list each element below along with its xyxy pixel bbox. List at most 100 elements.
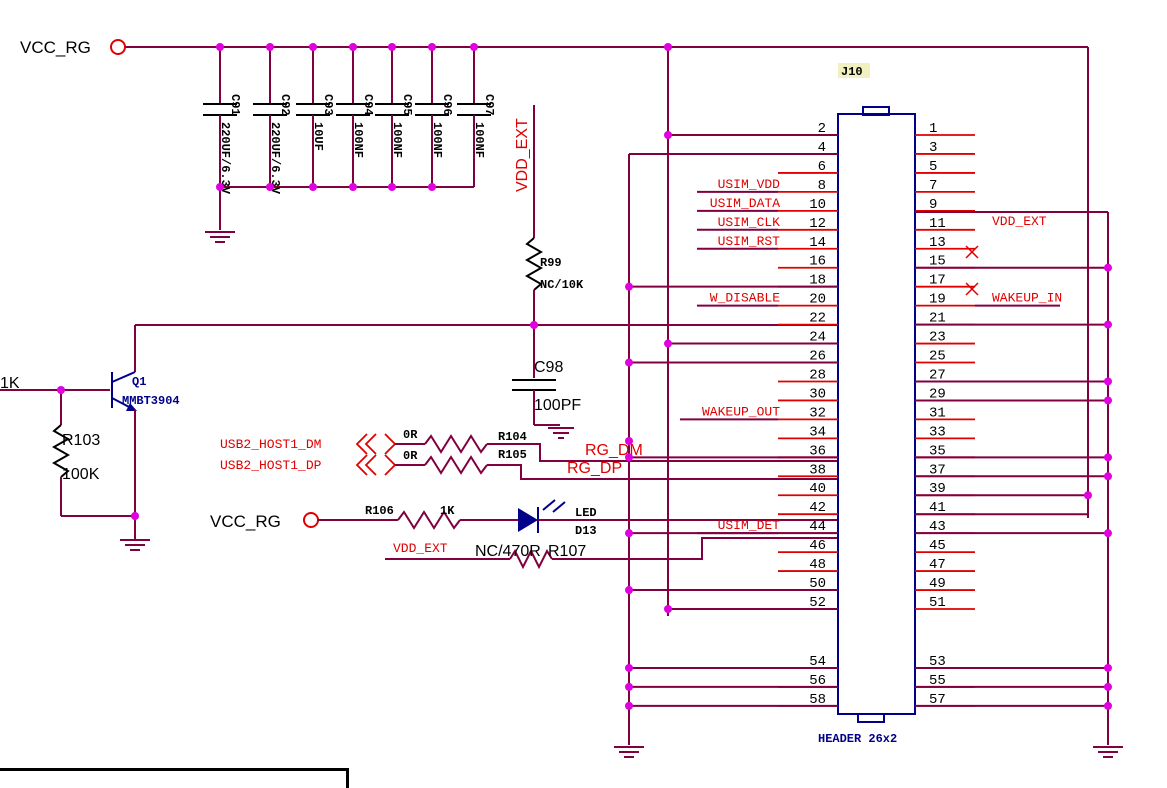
right-pin-47: 47 [915,557,975,573]
pin-number: 36 [809,443,826,459]
capacitor-value: 100NF [472,122,486,158]
pin-number: 34 [809,424,826,440]
pin-number: 13 [929,235,946,251]
usb-dm-label: USB2_HOST1_DM [220,437,321,452]
right-pin-3: 3 [915,140,975,156]
r107-resistor-icon [509,548,553,570]
q1-transistor-circuit: 1K Q1 MMBT3904 R103 100K [0,324,838,551]
right-pin-25: 25 [915,349,975,365]
junction-dot [388,43,396,51]
decoupling-capacitor-bank [205,186,474,243]
pin-number: 25 [929,349,946,365]
junction-dot [216,43,224,51]
capacitor-group: C91220UF/6.3VC92220UF/6.3VC9310UFC94100N… [203,47,496,195]
ground-icon [548,427,574,439]
pin-number: 28 [809,367,826,383]
pin-number: 44 [809,519,826,535]
vdd-ext-vertical-label: VDD_EXT [514,118,531,192]
pin-number: 49 [929,576,946,592]
r103-ref: R103 [62,432,100,449]
junction-dot [309,43,317,51]
junction-dot [1104,453,1112,462]
junction-dot [625,701,633,710]
left-ground-bus [614,47,838,758]
usb-dp-port-icon [355,454,368,476]
net-label: WAKEUP_IN [992,291,1062,306]
right-pin-23: 23 [915,330,975,346]
pin-number: 54 [809,654,826,670]
r105-ref: R105 [498,448,527,462]
usb-host1-lines: USB2_HOST1_DM USB2_HOST1_DP 0R 0R R104 R… [220,428,838,480]
pin-number: 22 [809,311,826,327]
junction-dot [664,605,672,613]
right-pin-7: 7 [915,178,975,194]
pin-number: 56 [809,673,826,689]
net-label: W_DISABLE [710,291,780,306]
pin-number: 31 [929,405,946,421]
left-pin-30: 30 [778,386,838,402]
capacitor-ref: C95 [400,94,414,116]
pin-number: 48 [809,557,826,573]
junction-dot [1084,491,1092,500]
q1-ref: Q1 [132,375,146,389]
junction-dot [428,183,436,191]
pin-number: 57 [929,692,946,708]
connector-pins: 2468USIM_VDD10USIM_DATA12USIM_CLK14USIM_… [629,121,1108,708]
pin-number: 20 [809,292,826,308]
left-pin-20: 20 W_DISABLE [697,291,838,308]
pin-number: 5 [929,159,937,175]
junction-dot [664,339,672,348]
connector-key-top [862,106,890,116]
vcc-rg-led-label: VCC_RG [210,512,281,531]
ground-icon [1093,746,1123,758]
junction-dot [131,512,139,520]
q1-value: MMBT3904 [122,394,180,408]
pin-number: 2 [818,121,826,137]
r104-resistor-icon [424,434,488,454]
led-diode-icon [518,508,538,532]
rg-dp-label: RG_DP [567,460,622,477]
junction-dot [625,453,633,462]
r107-value: NC/470R [475,543,541,560]
pin-number: 50 [809,576,826,592]
vdd-ext-r107-label: VDD_EXT [393,541,448,556]
r106-resistor-icon [397,510,461,530]
junction-dot [625,586,633,595]
c98-value: 100PF [534,397,581,414]
pin-number: 8 [818,178,826,194]
r103-resistor-icon [51,424,71,478]
right-pin-49: 49 [915,576,975,592]
r99-resistor-icon [524,237,544,291]
junction-dot [625,682,633,691]
capacitor-value: 100NF [430,122,444,158]
junction-dots [57,43,1112,710]
j10-connector: J10 HEADER 26x2 [818,63,916,746]
right-pin-17: 17 [915,273,975,289]
junction-dot [388,183,396,191]
left-pin-40: 40 [778,481,838,497]
capacitor-value: 220UF/6.3V [268,122,282,195]
left-pin-32: 32 WAKEUP_OUT [680,404,838,421]
vdd-ext-pin11-label: VDD_EXT [992,214,1047,229]
pin-number: 6 [818,159,826,175]
right-pin-45: 45 [915,538,975,554]
pin-number: 40 [809,481,826,497]
pin-number: 45 [929,538,946,554]
pin-number: 32 [809,405,826,421]
junction-dot [216,183,224,191]
junction-dot [1104,682,1112,691]
usb-dp-label: USB2_HOST1_DP [220,458,322,473]
q1-base-resistor-value: 1K [0,375,20,392]
pin-number: 35 [929,443,946,459]
net-label: WAKEUP_OUT [702,404,780,419]
capacitor-value: 100NF [390,122,404,158]
pin-number: 43 [929,519,946,535]
junction-dot [625,437,633,445]
junction-dot [1104,377,1112,386]
